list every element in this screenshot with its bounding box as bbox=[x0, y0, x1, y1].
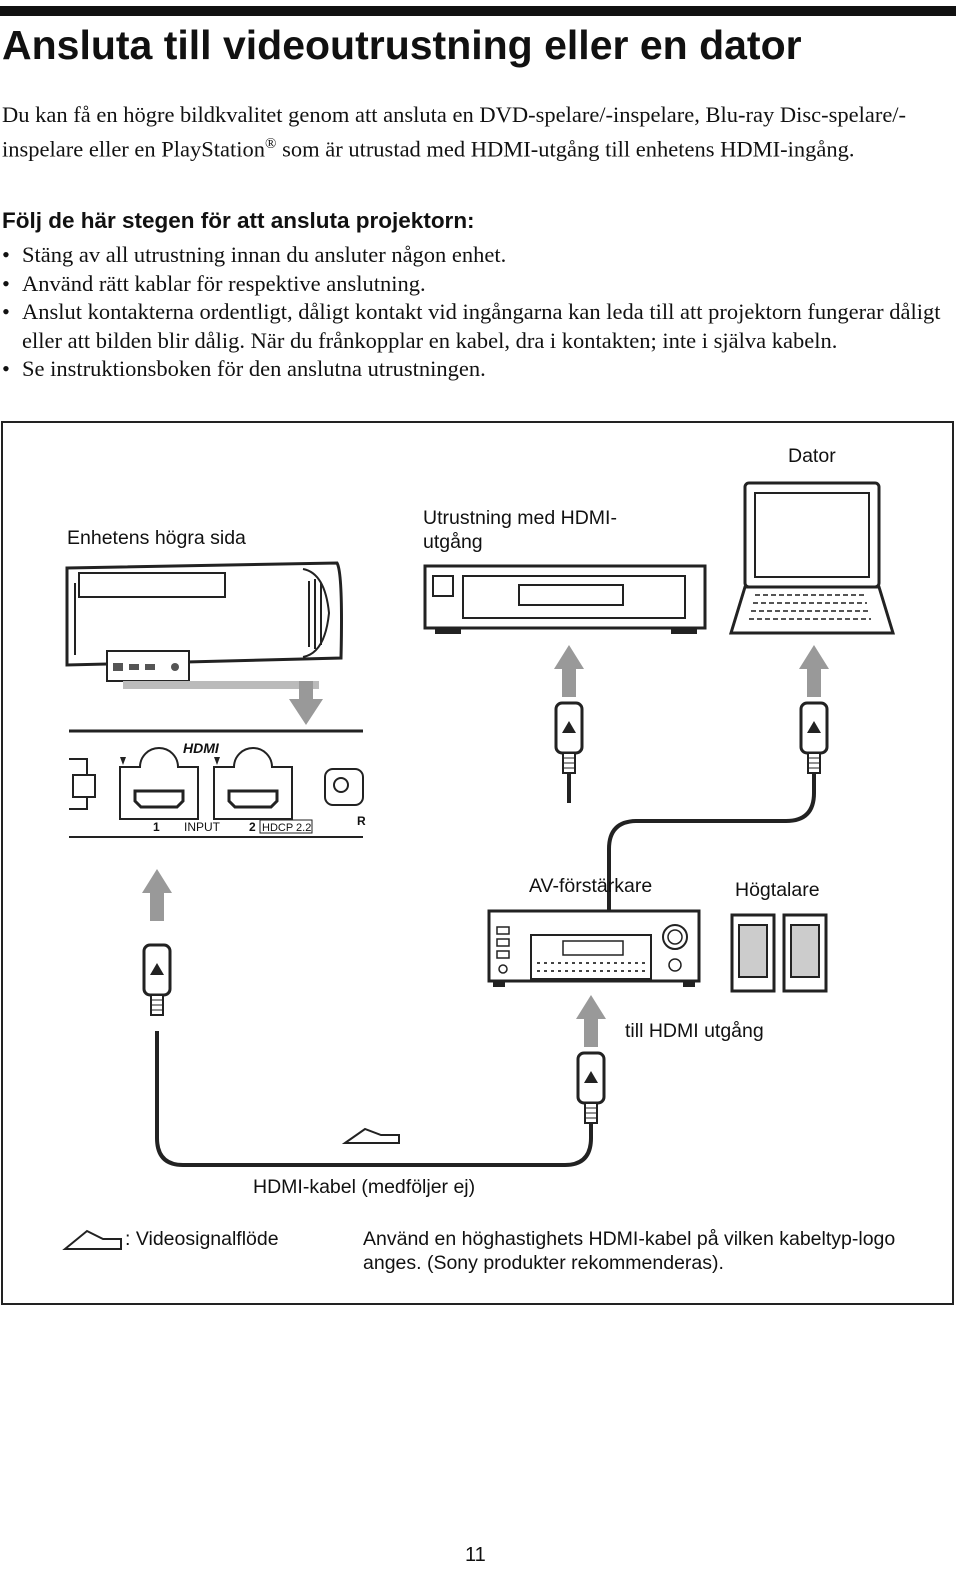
intro-text-start: Du kan få en högre bildkvalitet genom at… bbox=[2, 102, 907, 161]
arrow-icon bbox=[142, 869, 172, 921]
step-item: Använd rätt kablar för respektive anslut… bbox=[2, 270, 956, 299]
arrow-icon bbox=[554, 645, 584, 697]
av-amplifier-icon bbox=[487, 909, 701, 987]
steps-list: Stäng av all utrustning innan du anslute… bbox=[2, 241, 956, 384]
step-item: Stäng av all utrustning innan du anslute… bbox=[2, 241, 956, 270]
arrow-icon bbox=[576, 995, 606, 1047]
hdmi-cables bbox=[155, 773, 816, 1167]
hdmi-plug-icon bbox=[142, 943, 172, 1017]
to-hdmi-output-label: till HDMI utgång bbox=[625, 1020, 764, 1042]
port-2-label: 2 bbox=[249, 820, 256, 834]
header-rule bbox=[0, 6, 956, 16]
step-item: Se instruktionsboken för den anslutna ut… bbox=[2, 355, 956, 384]
steps-heading: Följ de här stegen för att ansluta proje… bbox=[2, 208, 475, 233]
projector-icon bbox=[65, 561, 343, 689]
hdcp-label: HDCP 2.2 bbox=[262, 822, 311, 834]
step-item: Anslut kontakterna ordentligt, dåligt ko… bbox=[2, 298, 956, 355]
page-title: Ansluta till videoutrustning eller en da… bbox=[2, 22, 802, 68]
intro-paragraph: Du kan få en högre bildkvalitet genom at… bbox=[2, 101, 956, 164]
port-1-label: 1 bbox=[153, 820, 160, 834]
arrow-icon bbox=[289, 681, 323, 725]
input-label: INPUT bbox=[184, 820, 221, 834]
legend-signal-label: : Videosignalflöde bbox=[125, 1228, 279, 1250]
hdmi-equipment-icon bbox=[423, 564, 707, 634]
computer-icon bbox=[728, 481, 896, 635]
hdmi-plug-icon bbox=[576, 1051, 606, 1125]
connection-diagram: HDMI 1 INPUT 2 HDCP 2.2 R bbox=[1, 421, 954, 1305]
signal-flow-icon bbox=[341, 1127, 400, 1144]
cable-note: Använd en höghastighets HDMI-kabel på vi… bbox=[363, 1228, 896, 1274]
hdmi-logo-text: HDMI bbox=[183, 740, 220, 756]
panel-edge-label: R bbox=[357, 814, 366, 828]
hdmi-cable-label: HDMI-kabel (medföljer ej) bbox=[253, 1176, 476, 1198]
hdmi-plug-icon bbox=[554, 701, 584, 775]
registered-mark: ® bbox=[265, 135, 277, 152]
intro-text-end: som är utrustad med HDMI-utgång till enh… bbox=[276, 136, 855, 161]
page-number: 11 bbox=[465, 1544, 486, 1566]
speakers-label: Högtalare bbox=[735, 879, 820, 901]
speakers-icon bbox=[730, 913, 828, 993]
hdmi-plug-icon bbox=[799, 701, 829, 775]
hdmi-equipment-label: Utrustning med HDMI-utgång bbox=[423, 507, 617, 553]
projector-side-label: Enhetens högra sida bbox=[67, 527, 246, 549]
av-amplifier-label: AV-förstärkare bbox=[529, 875, 653, 897]
legend-signal-flow-icon bbox=[62, 1229, 122, 1250]
arrow-icon bbox=[799, 645, 829, 697]
connection-diagram-graphics: HDMI 1 INPUT 2 HDCP 2.2 R bbox=[62, 481, 896, 1250]
hdmi-input-panel: HDMI 1 INPUT 2 HDCP 2.2 R bbox=[69, 729, 366, 838]
computer-label: Dator bbox=[788, 445, 836, 467]
